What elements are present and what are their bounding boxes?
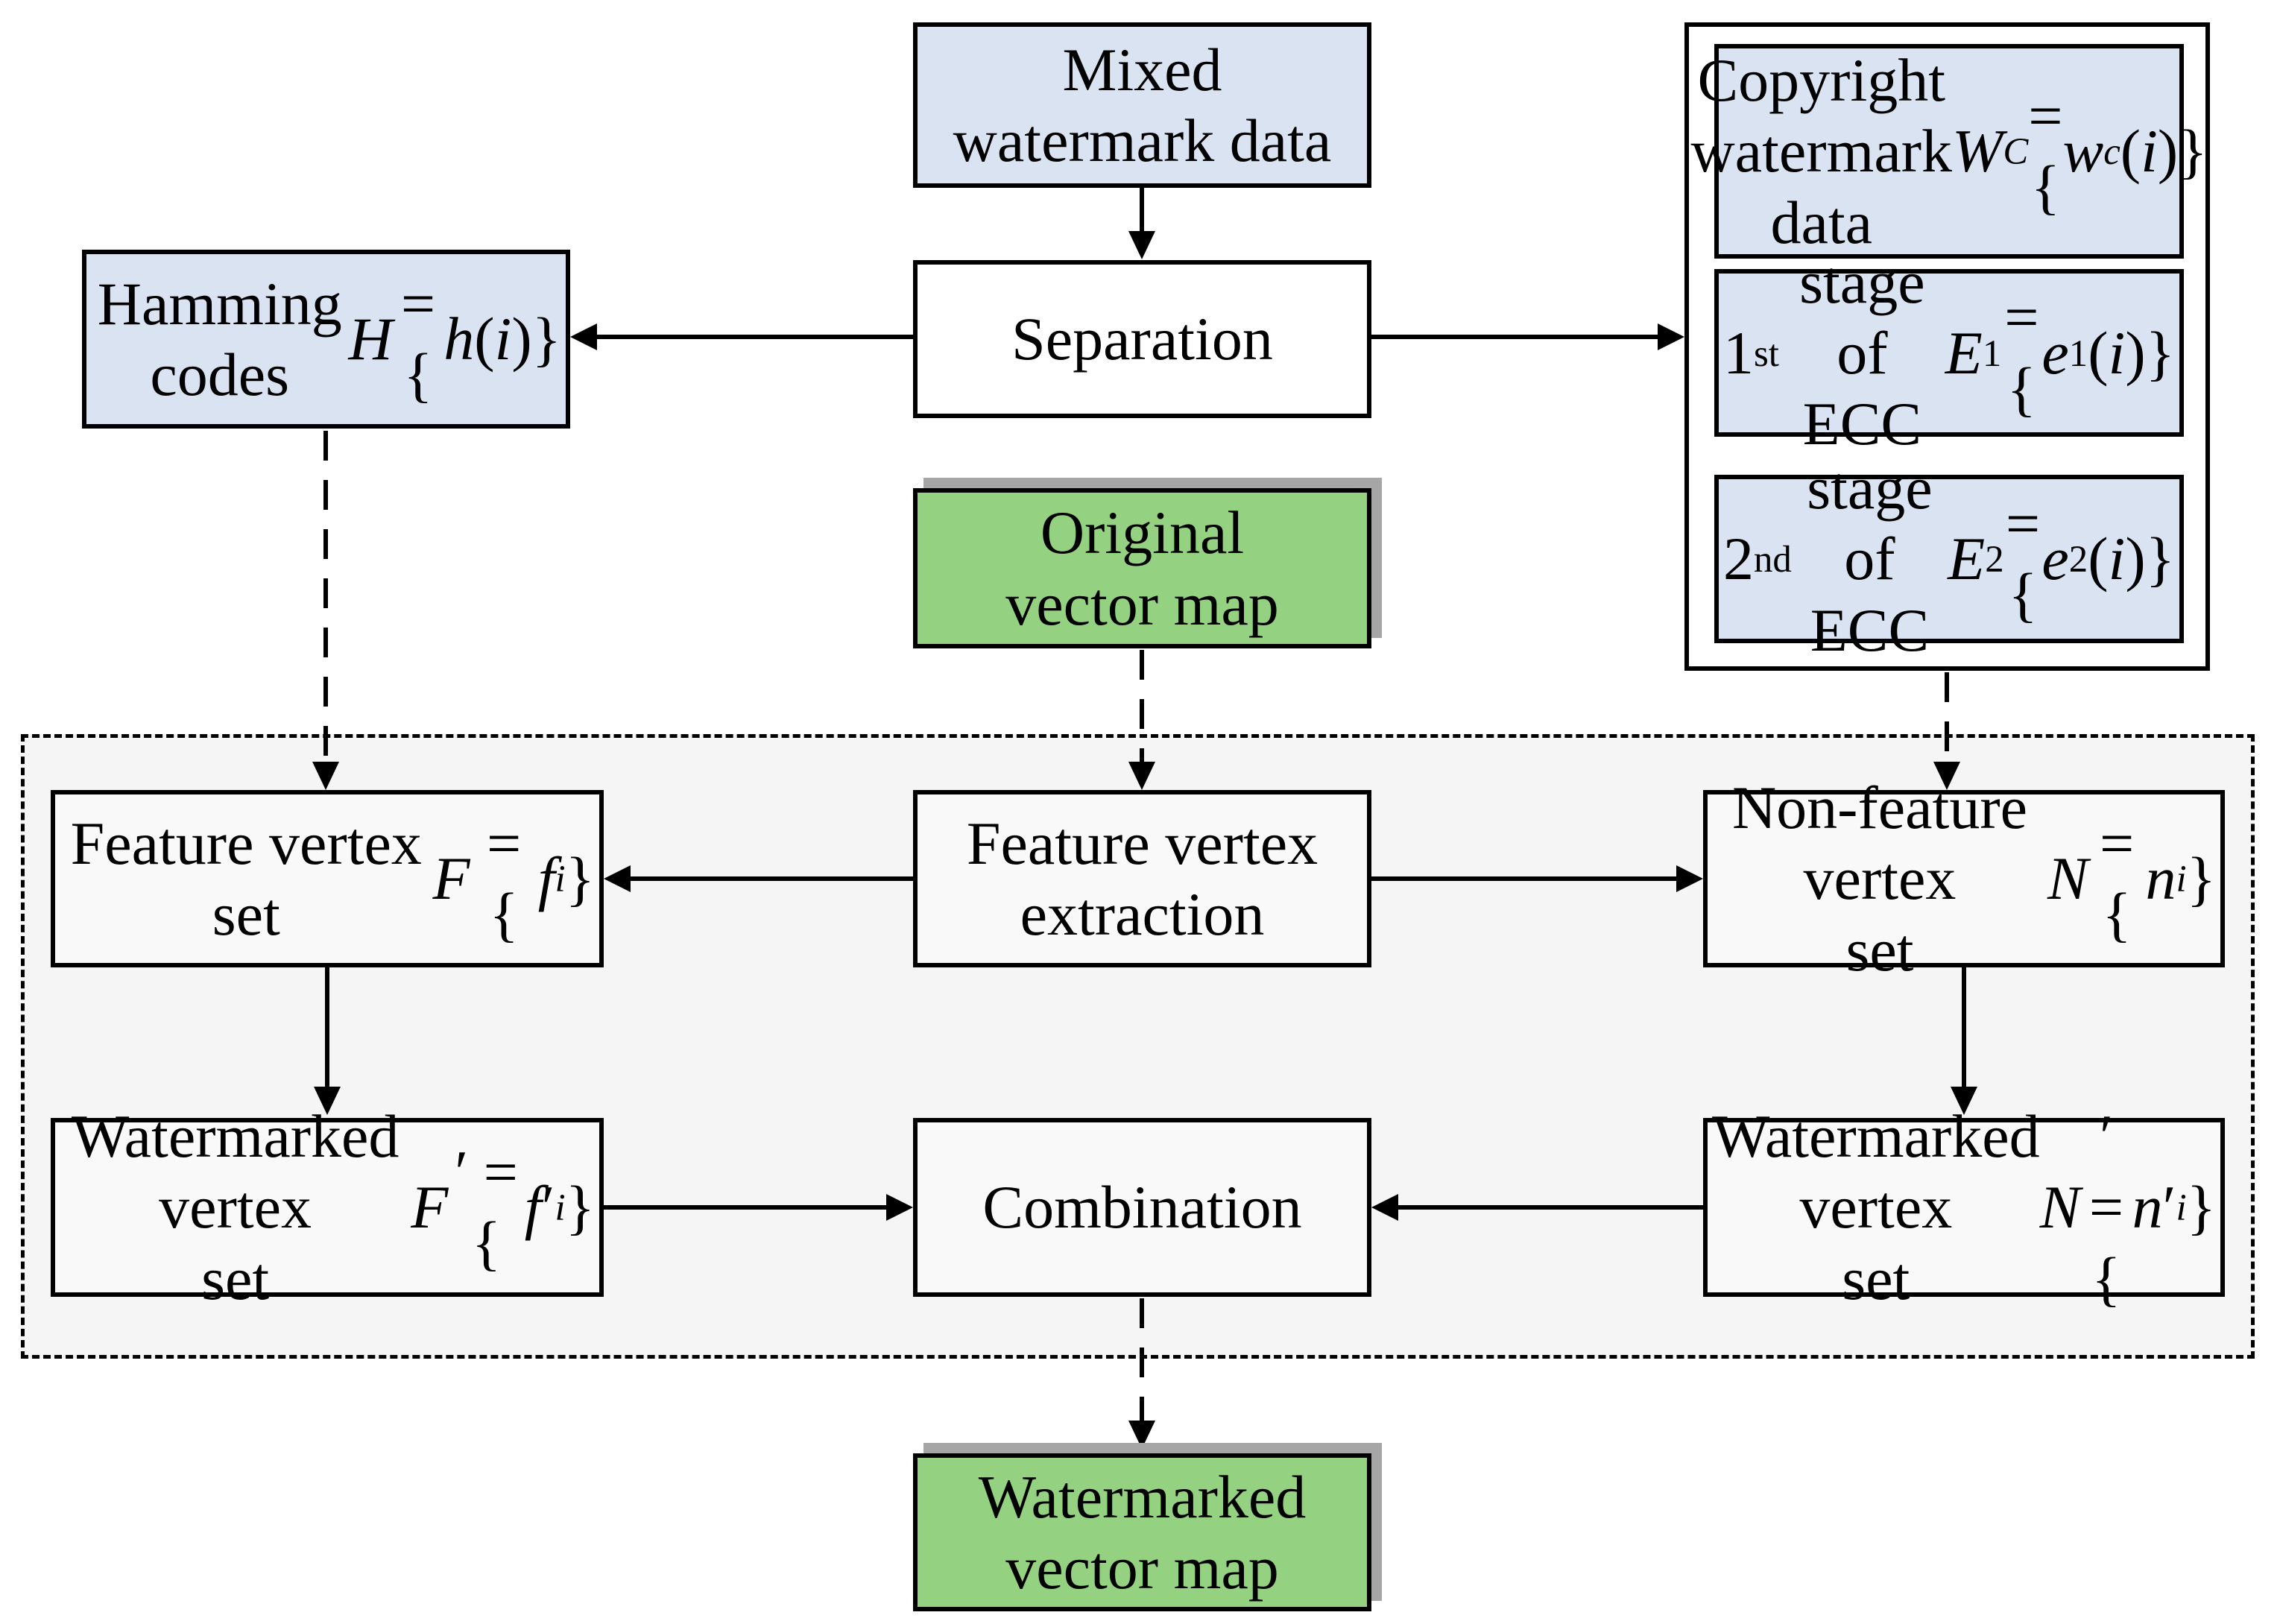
arrow-extraction-to-nonfeature-head [1676,865,1703,892]
arrow-group-to-nonfeature-head [1933,762,1960,790]
arrow-combination-to-wmmap-line [1140,1298,1144,1422]
arrow-feature-to-wmfeature-line [325,967,329,1088]
arrow-group-to-nonfeature-line [1945,672,1949,763]
arrow-feature-to-wmfeature-head [314,1087,341,1115]
arrow-wmnonfeature-to-combination-head [1371,1194,1398,1221]
arrow-combination-to-wmmap-head [1128,1421,1155,1449]
arrow-separation-to-group-head [1658,323,1684,350]
arrow-extraction-to-feature-line [631,876,913,881]
arrow-extraction-to-nonfeature-line [1371,876,1676,881]
arrow-wmfeature-to-combination-line [604,1205,886,1210]
arrow-separation-to-group-line [1371,335,1658,339]
arrow-wmnonfeature-to-combination-line [1398,1205,1703,1210]
arrow-separation-to-hamming-head [570,323,597,350]
arrow-original-to-extraction-line [1140,650,1144,763]
arrow-extraction-to-feature-head [604,865,631,892]
node-combination: Combination [913,1118,1371,1297]
arrow-separation-to-hamming-line [597,335,913,339]
arrow-nonfeature-to-wmnonfeature-head [1951,1087,1977,1115]
arrow-hamming-to-feature-line [323,431,328,763]
arrow-mixed-to-separation-line [1140,188,1144,233]
arrow-original-to-extraction-head [1128,762,1155,790]
arrow-hamming-to-feature-head [312,762,339,790]
arrow-wmfeature-to-combination-head [886,1194,913,1221]
arrow-nonfeature-to-wmnonfeature-line [1962,967,1966,1088]
node-separation: Separation [913,260,1371,418]
arrow-mixed-to-separation-head [1128,231,1155,259]
